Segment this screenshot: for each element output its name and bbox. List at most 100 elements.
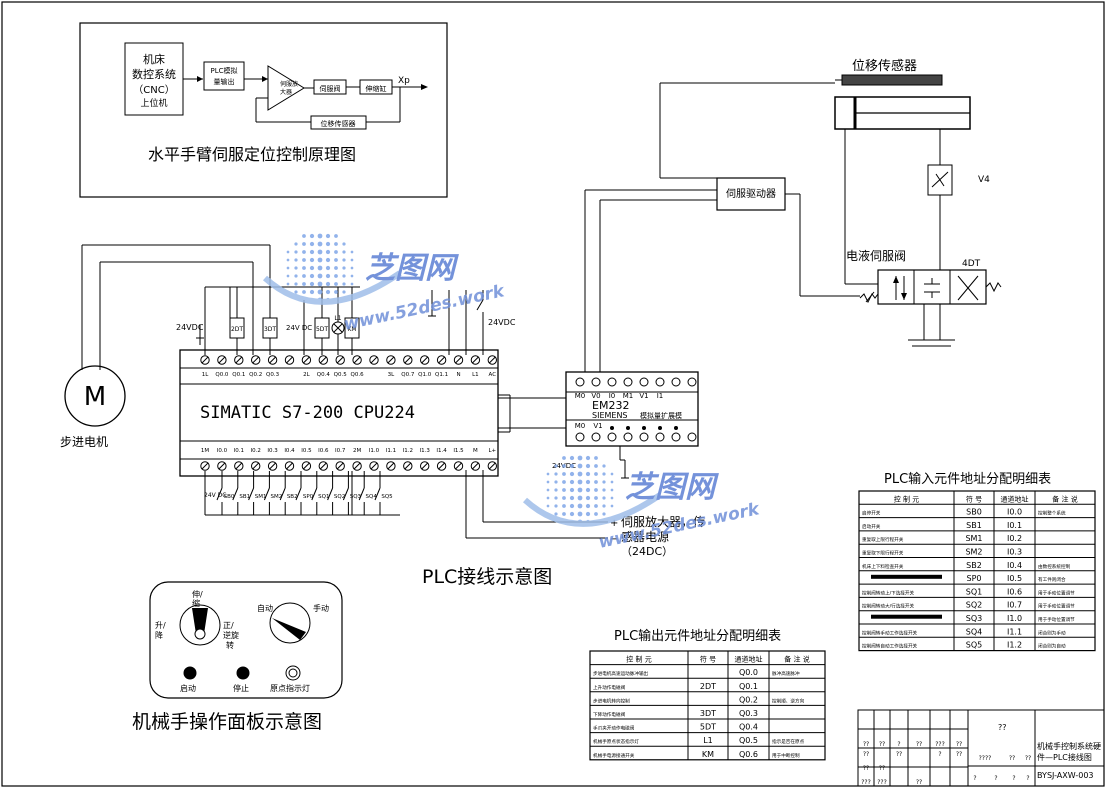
plc-bottom-terminal-screw — [251, 461, 261, 471]
switch-label-sm2: SM2 — [271, 494, 283, 500]
watermark-dot — [602, 512, 606, 516]
watermark-dot — [302, 266, 306, 270]
plc-bottom-terminal-screw — [335, 461, 345, 471]
title-block-cell: ?? — [863, 741, 869, 748]
em232-terminal-screw — [671, 377, 681, 387]
output-table-title: PLC输出元件地址分配明细表 — [614, 628, 781, 644]
motor-circle — [64, 365, 126, 427]
screw-slot — [472, 462, 479, 470]
plc-top-terminal-label: N — [456, 372, 460, 378]
watermark-globe-1 — [262, 233, 402, 305]
amp-supply-line1: 伺服放大器，传 — [621, 514, 705, 529]
plc-bottom-terminal-label: I1.5 — [453, 448, 464, 454]
plc-bottom-terminal-label: I1.0 — [369, 448, 380, 454]
input_table-header: 符 号 — [966, 494, 982, 503]
input_table-cell: SB0 — [966, 508, 982, 517]
input_table-cell: 控制阀转动上/下选择开关 — [862, 589, 914, 596]
watermark-dot — [325, 241, 331, 247]
supply-24vdc-a: 24VDC — [176, 323, 204, 332]
input_table-cell: I1.1 — [1007, 627, 1022, 636]
displacement-sensor — [841, 74, 943, 86]
plc-top-terminal-label: Q1.1 — [435, 372, 448, 378]
screw-slot — [269, 356, 276, 364]
input_table-cell: 控制阀转手动工作选择开关 — [862, 629, 918, 636]
watermark-dot — [286, 274, 290, 278]
coil-2dt — [229, 317, 245, 339]
em232-led — [674, 426, 678, 430]
output_table-cell: 脉冲高速脉冲 — [772, 670, 800, 677]
watermark-dot — [602, 472, 606, 476]
input_table-header: 通道地址 — [1001, 494, 1029, 503]
plc-analog-label-1: PLC模拟 — [210, 66, 237, 75]
output_table-cell: 上升动作电磁阀 — [593, 684, 626, 691]
v4-label: V4 — [978, 175, 990, 185]
em232-bottom-terminal-label: M0 — [575, 422, 586, 430]
watermark-dot — [610, 496, 614, 500]
watermark-globe-2 — [522, 455, 662, 527]
watermark-dot — [577, 503, 583, 509]
title-block-name-2: 件—PLC接线图 — [1037, 752, 1092, 762]
watermark-dot — [302, 242, 306, 246]
switch-contact — [311, 487, 318, 501]
plc-top-terminal-label: AC — [489, 372, 497, 378]
plc-bottom-terminal-screw — [267, 461, 278, 471]
plc-top-terminal-screw — [251, 355, 261, 365]
watermark-dot — [350, 266, 354, 270]
title-block-cell: ?? — [916, 779, 922, 786]
amp-label-1: 伺服放 — [280, 80, 298, 88]
watermark-dot — [602, 464, 606, 468]
watermark-dot — [585, 487, 591, 493]
title-block-cell: ?? — [1009, 755, 1015, 762]
output-xp: Xp — [398, 76, 410, 86]
watermark-dot — [554, 504, 558, 508]
watermark-dot — [577, 511, 583, 517]
output_table-header: 通道地址 — [735, 655, 763, 664]
watermark-dot — [554, 496, 558, 500]
watermark-dot — [342, 282, 346, 286]
title-block-cell: ?? — [863, 765, 869, 772]
title-block-cell: ?? — [956, 741, 962, 748]
plc-bottom-terminal-label: I0.3 — [267, 448, 278, 454]
output_table-cell: Q0.2 — [739, 695, 758, 704]
plc-bottom-terminal-label: I1.2 — [403, 448, 413, 454]
screw-slot — [303, 356, 310, 364]
screw-slot — [387, 356, 395, 364]
plc-top-terminal-label: Q0.3 — [266, 372, 280, 378]
plc-top-terminal-screw — [487, 355, 497, 365]
amp-supply-plus: + — [610, 518, 618, 529]
plc-bottom-terminal-label: I0.0 — [217, 448, 228, 454]
watermark-dot — [294, 274, 298, 278]
em232-terminal-screw — [575, 377, 585, 387]
em232-terminal-screw — [575, 432, 585, 442]
output_table-cell: 用于中断控制 — [772, 752, 800, 759]
plc-bottom-terminal-screw — [420, 461, 430, 471]
watermark-dot — [585, 471, 591, 477]
screw-slot — [421, 356, 429, 364]
watermark-dot — [585, 511, 591, 517]
watermark-dot — [334, 274, 338, 278]
watermark-dot — [294, 250, 298, 254]
plc-analog-label-2: 量输出 — [214, 77, 235, 86]
watermark-dot — [585, 463, 591, 469]
em232-subtitle: 模拟量扩展模 — [640, 411, 682, 420]
cnc-label-2: 数控系统 — [132, 67, 176, 81]
screw-slot — [353, 356, 361, 364]
plc-top-terminal-screw — [217, 355, 227, 365]
watermark-dot — [610, 472, 614, 476]
plc-bottom-terminal-screw — [436, 461, 447, 471]
watermark-dot — [546, 488, 550, 492]
plc-bottom-terminal-screw — [386, 461, 396, 471]
watermark-dot — [294, 242, 298, 246]
watermark-dot — [342, 242, 346, 246]
screw-slot — [201, 462, 209, 470]
watermark-brand-2: 芝图网 — [625, 470, 719, 505]
em232-terminal-screw — [655, 432, 665, 442]
plc-model-label: SIMATIC S7-200 CPU224 — [200, 403, 415, 423]
plc-top-terminal-screw — [436, 355, 447, 365]
output_table-cell: 机械手原点状态指示灯 — [593, 738, 639, 745]
input_table-header: 控 制 元 — [894, 494, 919, 503]
watermark-dot — [294, 282, 298, 286]
watermark-dot — [302, 250, 306, 254]
plc-bottom-terminal-label: I0.4 — [284, 448, 295, 454]
